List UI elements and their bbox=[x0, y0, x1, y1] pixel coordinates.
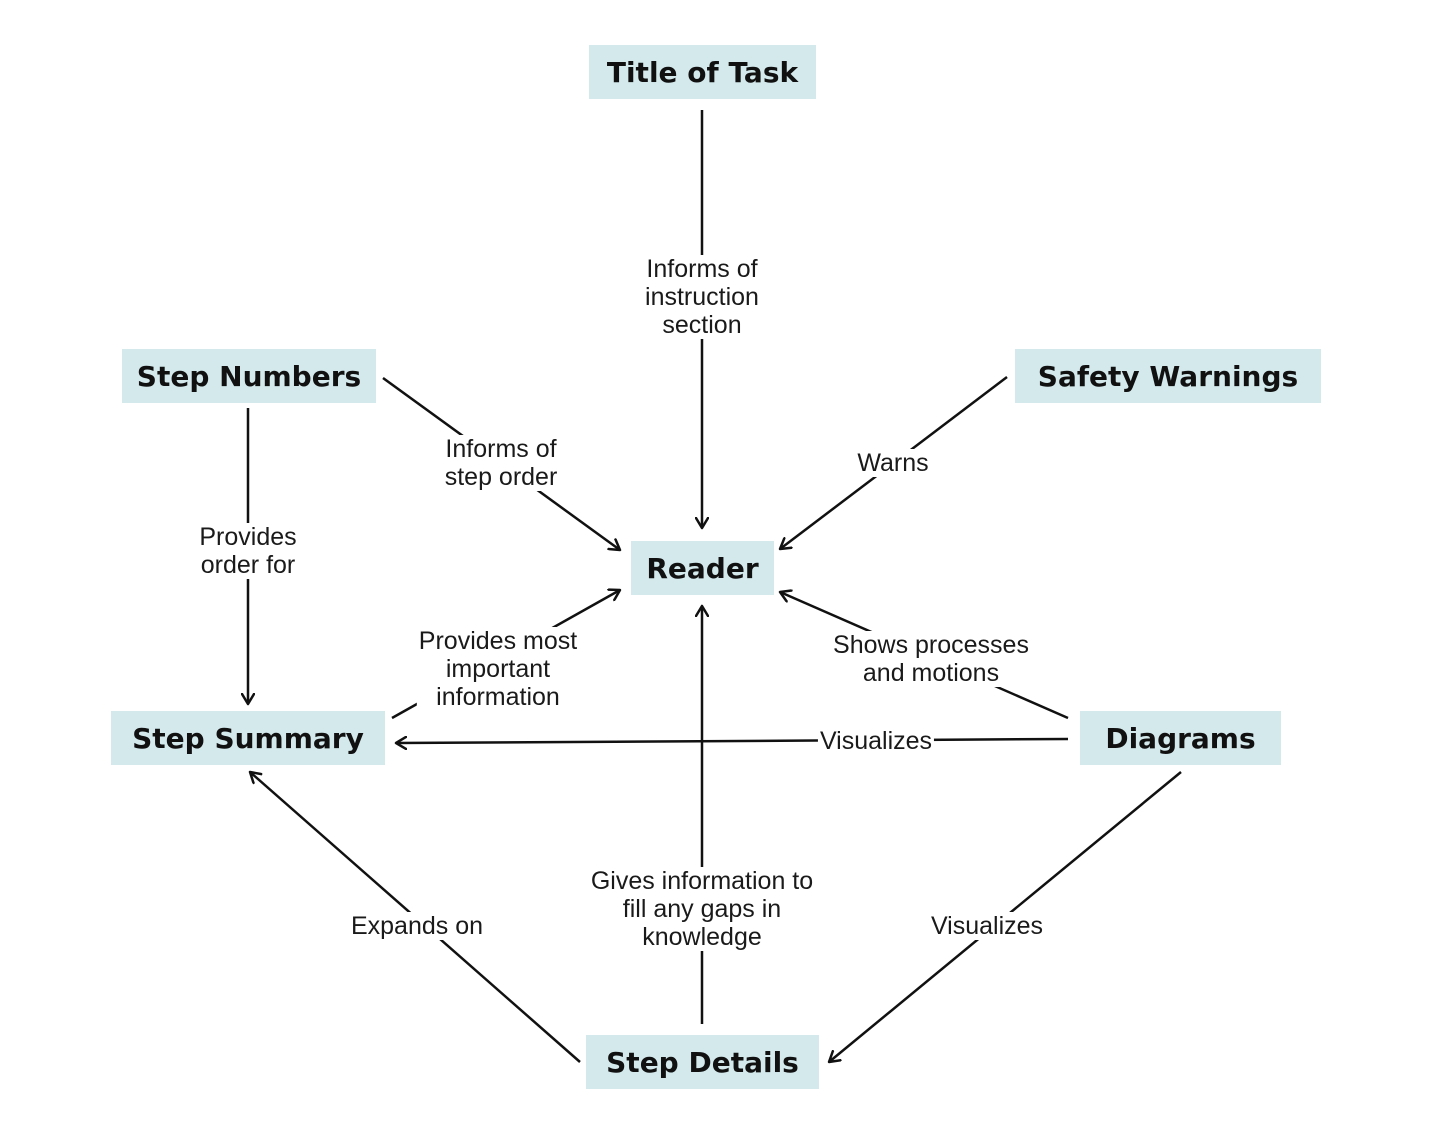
node-diagrams: Diagrams bbox=[1080, 711, 1281, 765]
node-step-details: Step Details bbox=[586, 1035, 819, 1089]
node-reader: Reader bbox=[631, 541, 774, 595]
edge-label-title-to-reader: Informs of instruction section bbox=[643, 255, 761, 339]
edge-label-diagrams-to-summary: Visualizes bbox=[817, 727, 935, 755]
edge-line-diagrams-to-summary bbox=[396, 739, 1069, 743]
node-safety-warnings: Safety Warnings bbox=[1015, 349, 1321, 403]
node-title-of-task: Title of Task bbox=[589, 45, 816, 99]
edge-label-diagrams-to-reader: Shows processes and motions bbox=[831, 631, 1031, 687]
edge-label-stepnumbers-to-reader: Informs of step order bbox=[442, 435, 560, 491]
edge-label-details-to-reader: Gives information to fill any gaps in kn… bbox=[588, 867, 816, 951]
edge-label-diagrams-to-details: Visualizes bbox=[928, 912, 1046, 940]
edge-label-safety-to-reader: Warns bbox=[855, 449, 931, 477]
node-step-numbers: Step Numbers bbox=[122, 349, 376, 403]
edge-label-summary-to-reader: Provides most important information bbox=[416, 627, 580, 711]
node-step-summary: Step Summary bbox=[111, 711, 385, 765]
edge-label-details-to-summary: Expands on bbox=[348, 912, 486, 940]
edge-label-stepnumbers-to-summary: Provides order for bbox=[197, 523, 299, 579]
